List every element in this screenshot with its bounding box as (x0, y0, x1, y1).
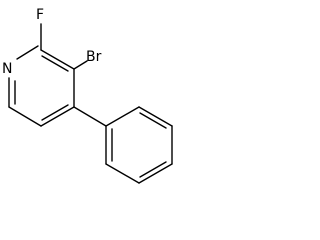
bond-c4-phenyl (73, 106, 107, 127)
bond-ph2-ph3 (138, 106, 173, 127)
pyridine-ring (8, 45, 75, 127)
bond-ph2-ph3-inner (139, 112, 167, 129)
bond-c2-n1 (16, 45, 39, 60)
bond-c6-c5 (8, 106, 42, 127)
bond-ph4-ph5 (138, 163, 173, 184)
bond-c3-br (73, 60, 88, 70)
bond-ph4-ph5-inner (139, 161, 167, 178)
atom-label-bromine: Br (86, 49, 102, 65)
atom-label-nitrogen: N (2, 61, 12, 77)
bond-c5-c4 (40, 106, 75, 127)
bond-ph1-ph2 (105, 106, 140, 127)
bond-c3-c2-inner (41, 55, 69, 72)
molecule-structure: N F Br (2, 7, 173, 184)
bond-c3-c2 (40, 49, 75, 70)
bond-c5-c4-inner (41, 104, 69, 121)
phenyl-ring (105, 106, 173, 184)
bond-ph5-ph6 (105, 163, 140, 184)
atom-label-fluorine: F (36, 7, 44, 23)
